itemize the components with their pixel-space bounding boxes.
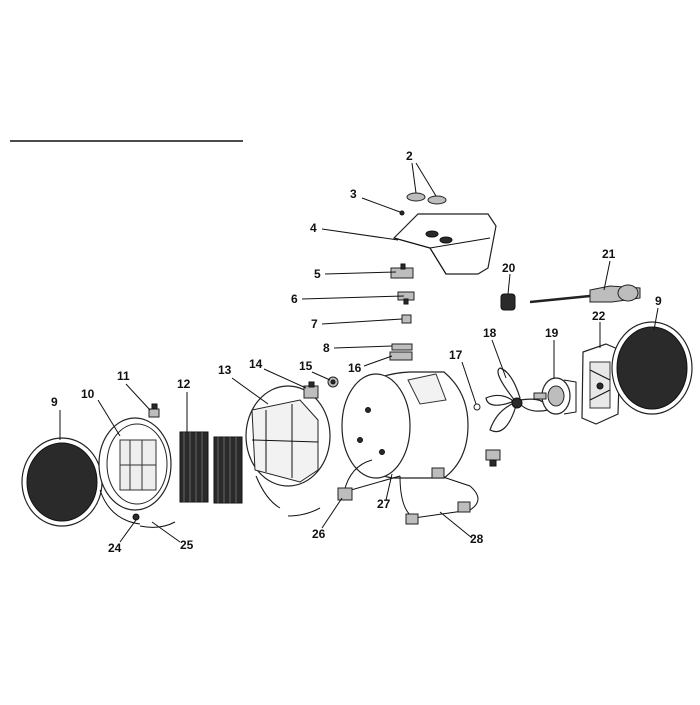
callout-25: 25 xyxy=(180,538,194,552)
top-caps xyxy=(406,192,447,205)
leader-line-26 xyxy=(321,497,343,529)
callout-28: 28 xyxy=(470,532,484,546)
leader-line-27 xyxy=(385,473,393,501)
leader-line-18 xyxy=(491,339,507,379)
leader-line-15 xyxy=(311,371,331,381)
rear-grille-right xyxy=(611,321,693,415)
callout-19: 19 xyxy=(545,326,559,340)
front-grille-left xyxy=(21,437,103,527)
switch-part-6 xyxy=(397,291,415,305)
leader-lines xyxy=(59,162,659,543)
leader-line-11 xyxy=(125,383,151,411)
heating-element xyxy=(179,431,243,504)
main-body-cylinder xyxy=(341,371,469,479)
leader-line-4 xyxy=(321,228,399,241)
screw-near-stand xyxy=(485,449,501,467)
callout-4: 4 xyxy=(310,221,317,235)
bracket-part-11 xyxy=(148,403,160,418)
leader-line-8 xyxy=(333,345,393,349)
switch-part-5 xyxy=(390,263,414,279)
callout-3: 3 xyxy=(350,187,357,201)
callout-15: 15 xyxy=(299,359,313,373)
leader-line-9b xyxy=(653,307,659,331)
callout-20: 20 xyxy=(502,261,516,275)
callout-13: 13 xyxy=(218,363,232,377)
callout-18: 18 xyxy=(483,326,497,340)
callout-7: 7 xyxy=(311,317,318,331)
inner-housing xyxy=(245,385,331,487)
leader-line-28 xyxy=(439,511,473,539)
callout-8: 8 xyxy=(323,341,330,355)
leader-line-5 xyxy=(324,271,397,275)
callout-17: 17 xyxy=(449,348,463,362)
callout-11: 11 xyxy=(117,369,130,383)
fan-blade xyxy=(485,367,549,433)
callout-2: 2 xyxy=(406,149,413,163)
leader-line-14 xyxy=(263,368,307,389)
callout-24: 24 xyxy=(108,541,122,555)
leader-line-7 xyxy=(321,318,403,325)
motor-bracket xyxy=(581,343,621,425)
callout-9-right: 9 xyxy=(655,294,662,308)
leader-line-16 xyxy=(363,355,393,367)
callout-5: 5 xyxy=(314,267,321,281)
callout-16: 16 xyxy=(348,361,362,375)
leader-line-13 xyxy=(231,377,269,405)
top-handle-cover xyxy=(392,213,497,275)
leader-line-24 xyxy=(119,519,137,543)
leader-line-25 xyxy=(151,521,181,543)
leader-line-3 xyxy=(361,197,401,213)
leader-line-21 xyxy=(603,260,611,291)
callout-26: 26 xyxy=(312,527,326,541)
leader-line-17 xyxy=(461,361,477,405)
knob-part-15 xyxy=(327,376,339,388)
thermostat-probe xyxy=(529,284,641,304)
knob-part-20 xyxy=(500,293,516,311)
fan-motor xyxy=(533,377,577,415)
callout-14: 14 xyxy=(249,357,263,371)
callout-labels: 2 3 4 5 6 7 8 9 9 10 11 12 13 14 15 16 1… xyxy=(51,149,662,555)
callout-6: 6 xyxy=(291,292,298,306)
callout-9-left: 9 xyxy=(51,395,58,409)
plate-part-16 xyxy=(389,351,413,361)
leader-line-2a xyxy=(411,162,417,194)
callout-21: 21 xyxy=(602,247,616,261)
foot-part-26 xyxy=(337,487,353,501)
plate-part-8 xyxy=(391,343,413,351)
leader-line-20 xyxy=(507,273,511,295)
callout-27: 27 xyxy=(377,497,391,511)
callout-10: 10 xyxy=(81,387,95,401)
connector-part-7 xyxy=(401,314,412,324)
front-ring-frame xyxy=(98,417,172,511)
leader-line-10 xyxy=(97,399,121,437)
leader-line-6 xyxy=(301,295,405,300)
callout-12: 12 xyxy=(177,377,191,391)
callout-22: 22 xyxy=(592,309,606,323)
leader-line-2b xyxy=(415,162,437,197)
thermostat-part-14 xyxy=(303,381,319,399)
screw-part-3 xyxy=(399,210,405,216)
washer-part-17 xyxy=(473,403,481,411)
